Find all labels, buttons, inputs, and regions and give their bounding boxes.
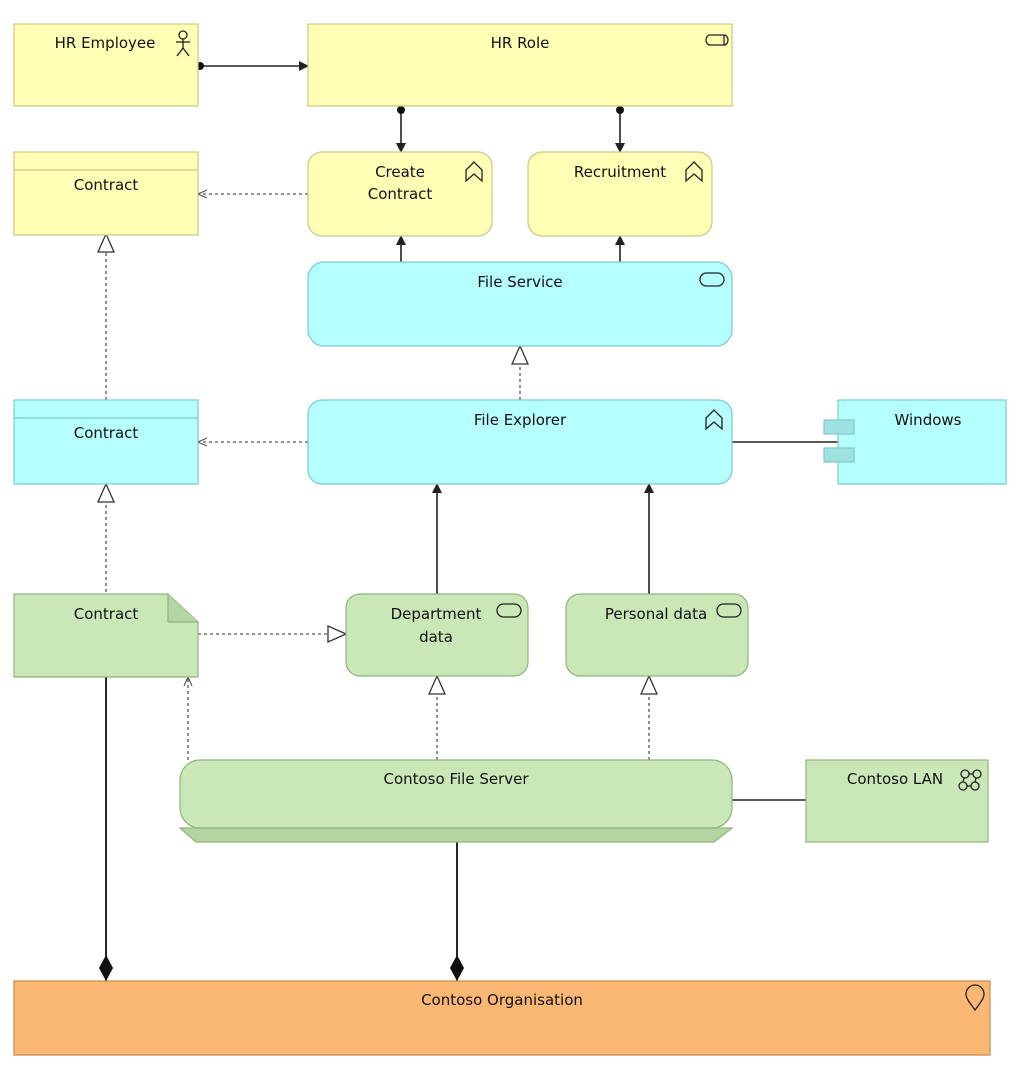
node-file-explorer[interactable]: File Explorer	[307, 399, 733, 485]
windows-label: Windows	[895, 411, 962, 429]
process-icon	[685, 161, 703, 183]
personal-data-label: Personal data	[605, 605, 707, 623]
hr-role-label: HR Role	[491, 34, 550, 52]
actor-icon	[176, 30, 190, 57]
function-icon	[705, 409, 723, 431]
contoso-file-server-label: Contoso File Server	[383, 770, 529, 788]
network-icon	[958, 769, 982, 791]
department-data-label-2: data	[419, 628, 453, 646]
service-icon	[699, 272, 725, 287]
process-icon	[465, 161, 483, 183]
node-create-contract[interactable]: Create Contract	[307, 151, 493, 237]
node-file-service[interactable]: File Service	[307, 261, 733, 347]
service-icon	[496, 603, 522, 618]
create-contract-label-1: Create	[375, 163, 425, 181]
contract-data-label: Contract	[74, 424, 139, 442]
node-hr-role[interactable]: HR Role	[307, 23, 733, 107]
create-contract-label-2: Contract	[368, 185, 433, 203]
node-personal-data[interactable]: Personal data	[565, 593, 749, 677]
recruitment-label: Recruitment	[574, 163, 666, 181]
component-icon	[823, 419, 855, 463]
location-icon	[965, 984, 985, 1012]
hr-employee-label: HR Employee	[55, 34, 156, 52]
contract-artifact-label: Contract	[74, 605, 139, 623]
node-contract-artifact[interactable]: Contract	[13, 593, 199, 678]
file-service-label: File Service	[477, 273, 562, 291]
node-department-data[interactable]: Department data	[345, 593, 529, 677]
service-icon	[716, 603, 742, 618]
contoso-organisation-label: Contoso Organisation	[421, 991, 583, 1009]
role-icon	[705, 34, 729, 46]
contoso-lan-label: Contoso LAN	[847, 770, 943, 788]
node-windows[interactable]: Windows	[823, 399, 1007, 485]
node-contoso-lan[interactable]: Contoso LAN	[805, 759, 989, 843]
contract-business-label: Contract	[74, 176, 139, 194]
node-contoso-organisation[interactable]: Contoso Organisation	[13, 980, 991, 1056]
node-hr-employee[interactable]: HR Employee	[13, 23, 199, 107]
node-contract-business-object[interactable]: Contract	[13, 151, 199, 236]
file-explorer-label: File Explorer	[474, 411, 567, 429]
node-recruitment[interactable]: Recruitment	[527, 151, 713, 237]
node-contract-data-object[interactable]: Contract	[13, 399, 199, 485]
node-contoso-file-server[interactable]: Contoso File Server	[178, 759, 734, 843]
department-data-label-1: Department	[391, 605, 482, 623]
